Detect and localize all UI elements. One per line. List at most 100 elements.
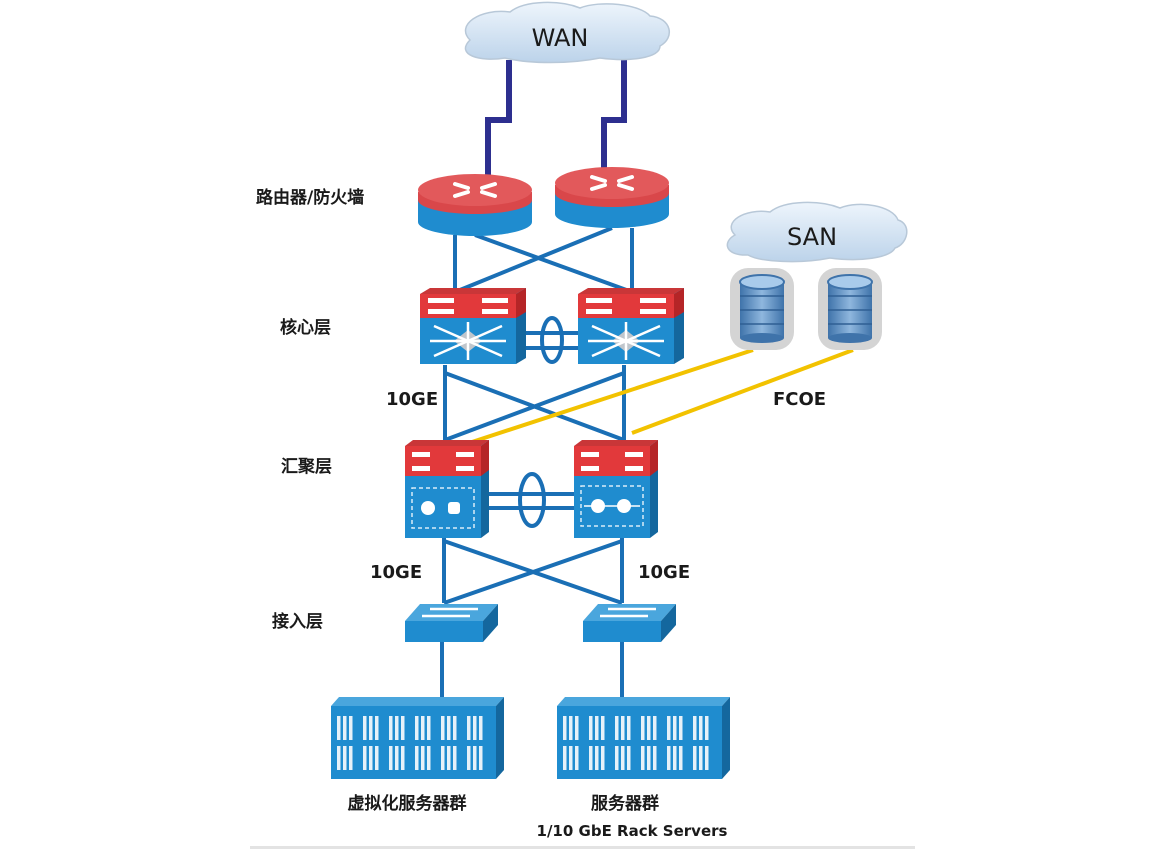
server-blade: [699, 746, 703, 770]
server-blade: [363, 746, 367, 770]
link-speed-agg-access-right: 10GE: [638, 562, 690, 583]
server-blade: [421, 716, 425, 740]
server-blade: [337, 716, 341, 740]
bottom-divider: [250, 846, 915, 849]
wan-link-right: [601, 60, 627, 172]
server-blade: [441, 716, 445, 740]
server-blade: [447, 716, 451, 740]
server-blade: [647, 746, 651, 770]
fcoe-label: FCOE: [773, 389, 826, 410]
core-switch-right: [578, 288, 684, 364]
port-channel-icon: [518, 472, 546, 528]
aggregation-switch-left: [405, 440, 489, 538]
server-blade: [375, 716, 379, 740]
core-port-channel: [526, 316, 578, 364]
server-blade: [447, 746, 451, 770]
server-blade: [421, 746, 425, 770]
server-blade: [427, 716, 431, 740]
server-blade: [705, 716, 709, 740]
switch-arrows-icon: [422, 607, 478, 618]
server-blade: [343, 716, 347, 740]
server-blade: [473, 716, 477, 740]
server-blade: [343, 746, 347, 770]
server-blade: [601, 716, 605, 740]
server-blade: [467, 716, 471, 740]
fcoe-links: [471, 348, 854, 444]
server-blade: [705, 746, 709, 770]
server-blade: [595, 746, 599, 770]
server-blade: [673, 716, 677, 740]
wan-link-left: [485, 60, 512, 178]
cloud-shape: [726, 201, 908, 263]
switch-arrows-icon: [600, 607, 656, 618]
server-blade: [479, 716, 483, 740]
server-blade: [647, 716, 651, 740]
layer-label-access: 接入层: [272, 611, 323, 632]
server-blade: [679, 716, 683, 740]
server-rack-right: [557, 697, 730, 779]
core-to-agg-links: [443, 365, 626, 442]
router-icon: [555, 167, 669, 199]
server-blade: [415, 746, 419, 770]
server-blade: [389, 746, 393, 770]
server-group-subtitle: 1/10 GbE Rack Servers: [537, 822, 728, 840]
server-blade: [369, 746, 373, 770]
port-channel-icon: [540, 316, 564, 364]
link-speed-agg-access-left: 10GE: [370, 562, 422, 583]
router-left: [418, 174, 532, 236]
layer-label-core: 核心层: [280, 317, 331, 338]
storage-array-left: [730, 268, 794, 350]
server-blade: [615, 716, 619, 740]
server-blade: [467, 746, 471, 770]
layer-label-aggregation: 汇聚层: [281, 457, 332, 477]
service-module-icon: [421, 501, 435, 515]
server-blade: [563, 746, 567, 770]
agg-to-access-links: [442, 535, 624, 605]
server-blade: [401, 716, 405, 740]
server-blade: [369, 716, 373, 740]
server-blade: [627, 746, 631, 770]
server-blade: [621, 716, 625, 740]
server-blade: [627, 716, 631, 740]
server-blade: [415, 716, 419, 740]
server-blade: [589, 716, 593, 740]
server-blade: [589, 746, 593, 770]
server-blade: [453, 746, 457, 770]
server-blade: [349, 716, 353, 740]
server-blade: [395, 746, 399, 770]
layer-label-router-firewall: 路由器/防火墙: [256, 187, 364, 208]
server-blade: [337, 746, 341, 770]
server-blade: [349, 746, 353, 770]
server-blade: [363, 716, 367, 740]
wan-label: WAN: [532, 24, 589, 52]
server-group-label-virtualized: 虚拟化服务器群: [348, 793, 467, 814]
server-blade: [395, 716, 399, 740]
server-blade: [667, 716, 671, 740]
server-blade: [693, 716, 697, 740]
link-speed-core-agg: 10GE: [386, 389, 438, 410]
wan-links: [485, 60, 627, 178]
server-blade: [453, 716, 457, 740]
server-blade: [679, 746, 683, 770]
access-switch-left: [405, 604, 498, 642]
aggregation-port-channel: [489, 472, 574, 528]
cloud-shape: [464, 1, 670, 64]
module-outline: [411, 487, 475, 529]
router-to-core-links: [453, 226, 634, 294]
module-outline: [580, 485, 644, 527]
server-blade: [601, 746, 605, 770]
server-blade: [667, 746, 671, 770]
server-blade: [653, 716, 657, 740]
server-group-label-servers: 服务器群: [591, 793, 659, 814]
server-blades-icon: [337, 716, 483, 770]
server-blade: [441, 746, 445, 770]
server-blade: [575, 746, 579, 770]
server-blade: [595, 716, 599, 740]
server-blade: [653, 746, 657, 770]
server-blade: [641, 746, 645, 770]
server-blade: [427, 746, 431, 770]
aggregation-switch-right: [574, 440, 658, 538]
server-blade: [375, 746, 379, 770]
storage-array-right: [818, 268, 882, 350]
